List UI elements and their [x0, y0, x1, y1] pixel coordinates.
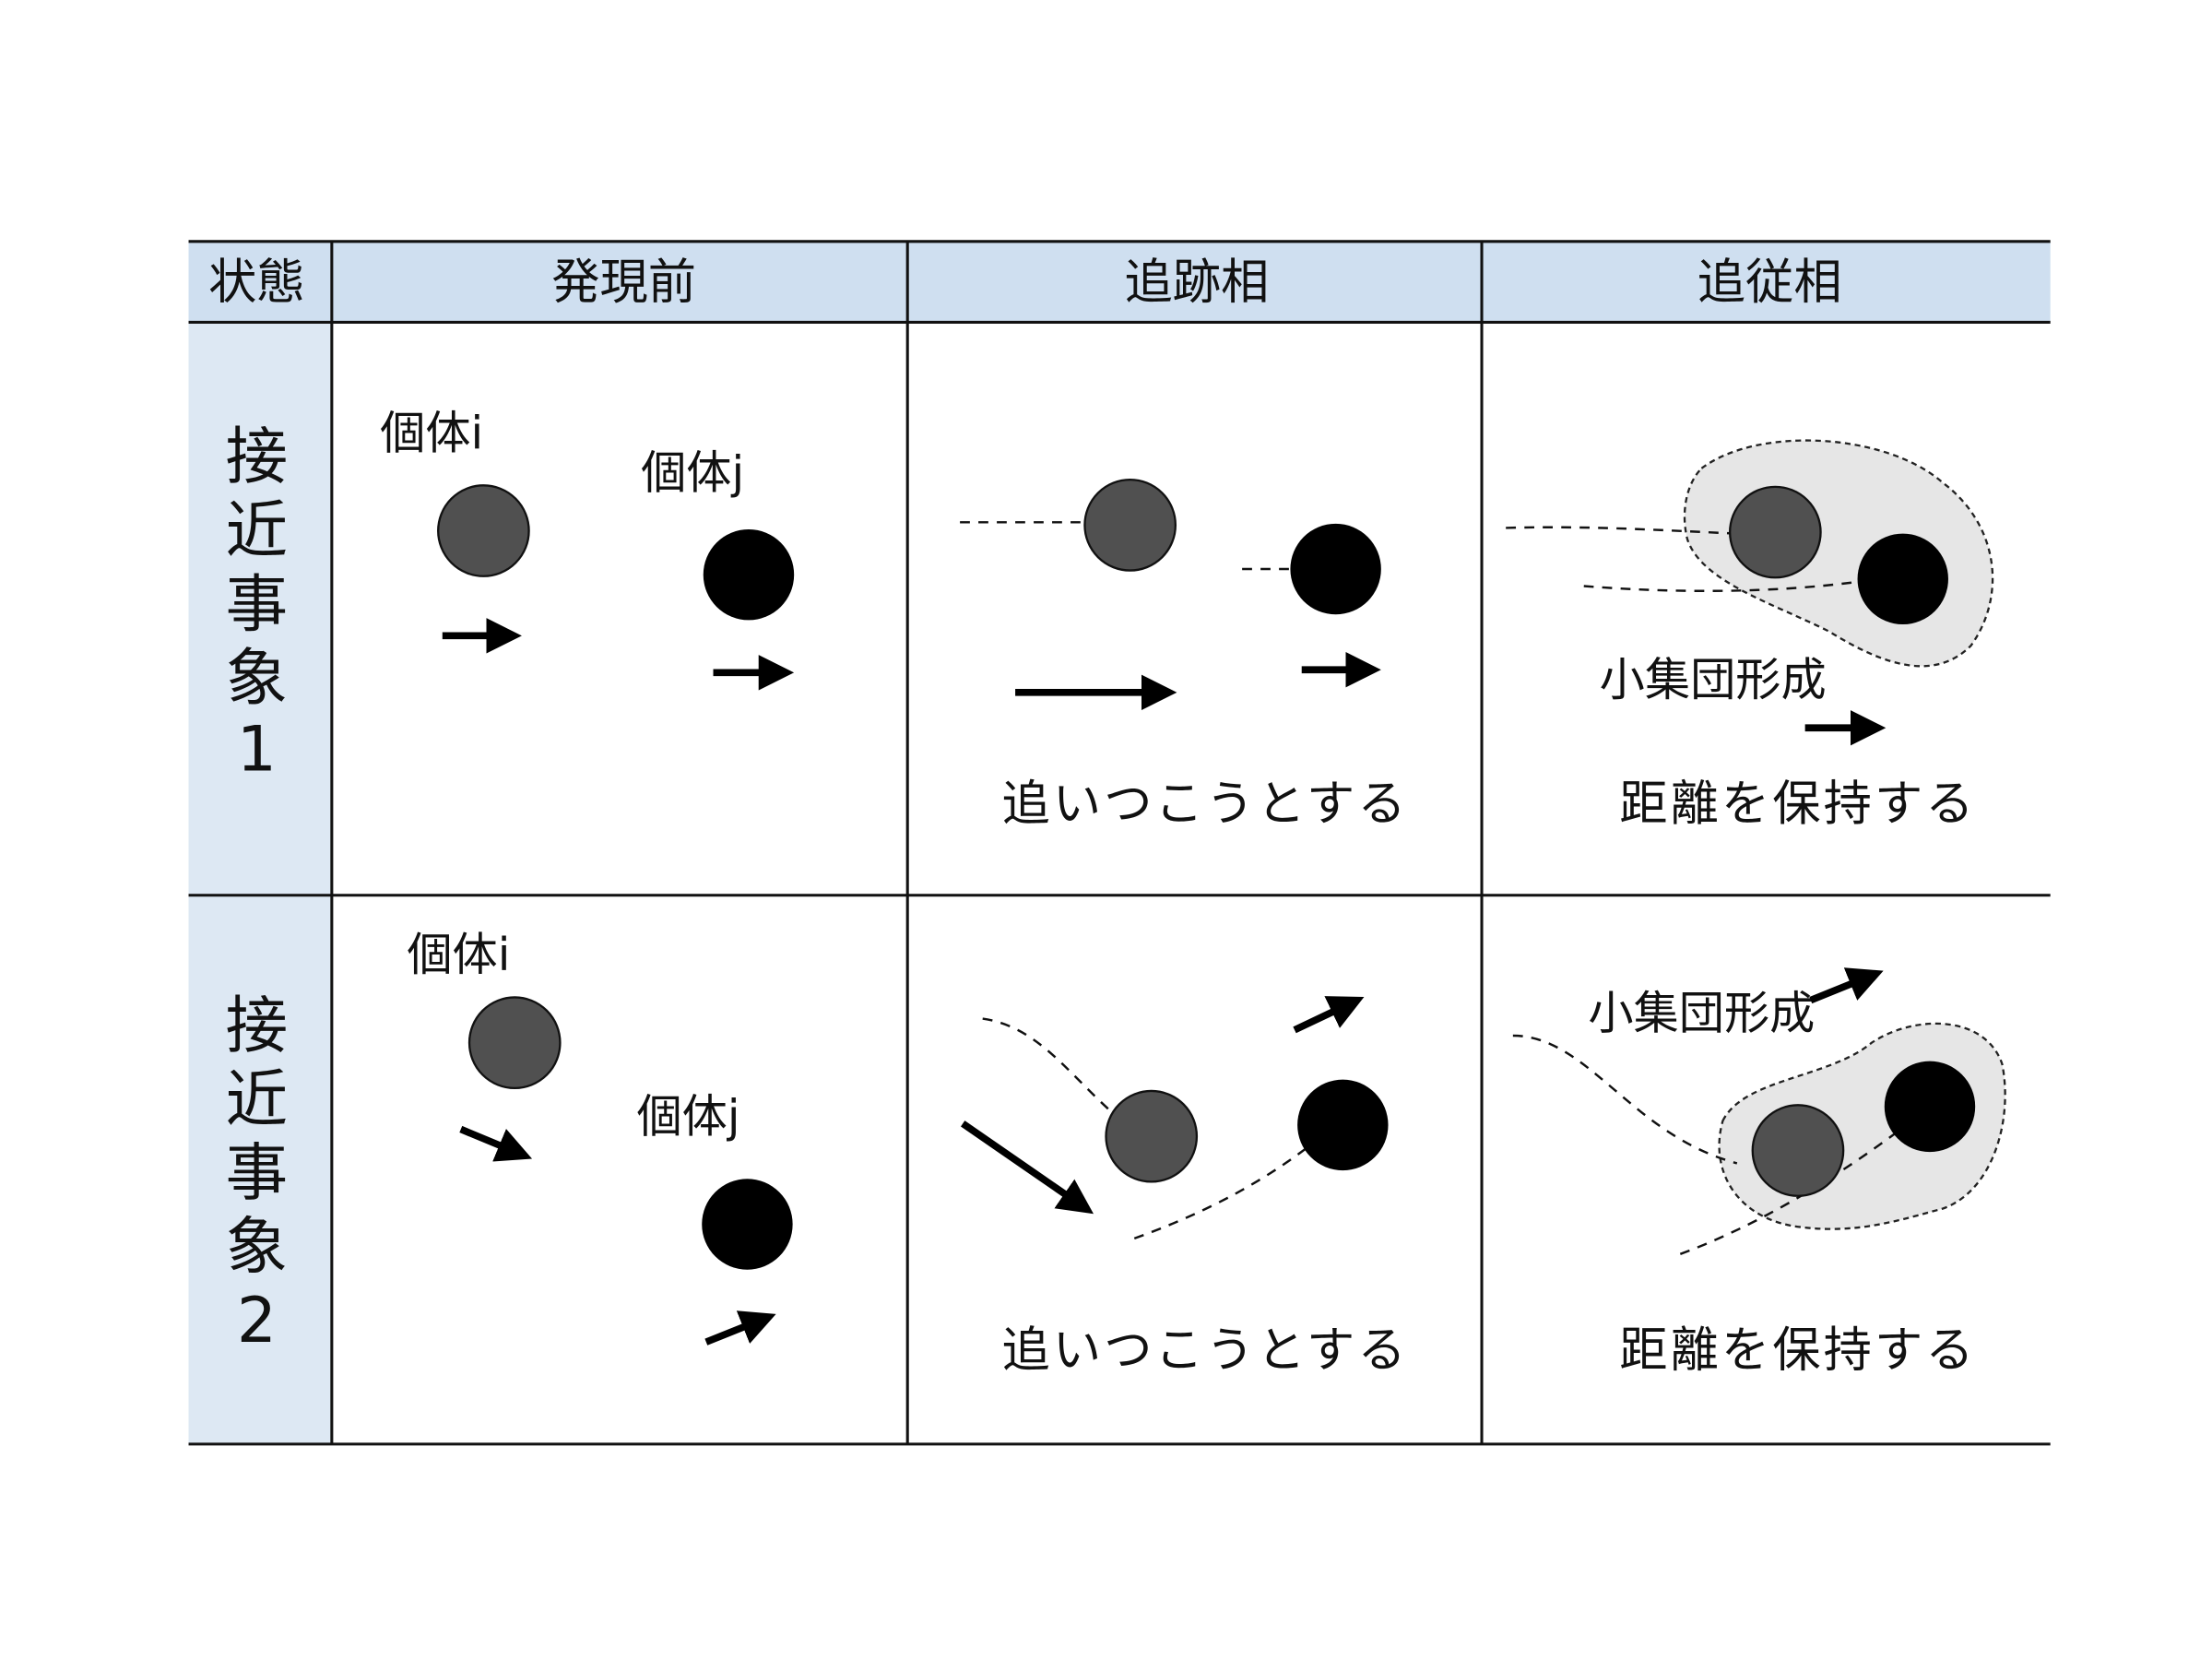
header-state: 状態 — [208, 254, 305, 310]
side-column-background — [188, 322, 332, 1444]
arrow-icon — [960, 1120, 1094, 1215]
trajectory-i — [1512, 1034, 1738, 1165]
individual-j-circle — [1857, 533, 1948, 625]
individual-i-circle — [1105, 1089, 1199, 1183]
row-label-char: 2 — [237, 1284, 277, 1357]
row-label-char: 事 — [226, 568, 289, 641]
label-small-group-formation: 小集団形成 — [1600, 653, 1827, 706]
row-label-event-2: 接 近 事 象 2 — [226, 989, 289, 1357]
caption-keep-distance: 距離を保持する — [1619, 776, 1976, 832]
row-label-char: 象 — [226, 642, 289, 715]
row-label-char: 接 — [226, 421, 289, 493]
individual-j-circle — [1297, 1079, 1389, 1171]
individual-i-circle — [1083, 479, 1177, 572]
caption-try-to-catch-up: 追いつこうとする — [1002, 776, 1409, 832]
label-individual-i: 個体i — [407, 928, 510, 981]
row-label-event-1: 接 近 事 象 1 — [226, 421, 289, 786]
table-grid — [188, 240, 2051, 1446]
row-label-char: 近 — [226, 1062, 289, 1135]
small-group-region — [1683, 439, 1994, 668]
label-individual-j: 個体j — [636, 1090, 739, 1144]
caption-try-to-catch-up: 追いつこうとする — [1002, 1322, 1409, 1378]
row-label-char: 接 — [226, 989, 289, 1061]
individual-i-circle — [437, 484, 530, 577]
row-label-char: 1 — [237, 712, 277, 785]
label-individual-i: 個体i — [380, 406, 483, 459]
header-pursuit-phase: 追跡相 — [1125, 254, 1270, 310]
label-individual-j: 個体j — [641, 445, 744, 499]
individual-i-circle — [1751, 1104, 1845, 1197]
caption-keep-distance: 距離を保持する — [1619, 1322, 1976, 1378]
trajectory-j — [1583, 580, 1858, 593]
individual-j-circle — [702, 1179, 793, 1270]
header-before-onset: 発現前 — [551, 254, 696, 310]
arrow-icon — [1293, 996, 1365, 1034]
arrow-icon — [704, 1310, 776, 1346]
individual-i-circle — [467, 996, 562, 1090]
row-label-char: 近 — [226, 494, 289, 567]
row-label-char: 事 — [226, 1136, 289, 1209]
arrow-icon — [459, 1125, 533, 1162]
row-label-char: 象 — [226, 1210, 289, 1283]
label-small-group-formation: 小集団形成 — [1588, 986, 1815, 1039]
arrow-icon — [1809, 967, 1884, 1004]
header-background — [188, 241, 2051, 323]
individual-i-circle — [1728, 485, 1822, 579]
individual-j-circle — [703, 528, 795, 621]
header-following-phase: 追従相 — [1697, 254, 1842, 310]
individual-j-circle — [1290, 523, 1381, 615]
trajectory-i — [1506, 526, 1773, 537]
individual-j-circle — [1884, 1061, 1976, 1153]
